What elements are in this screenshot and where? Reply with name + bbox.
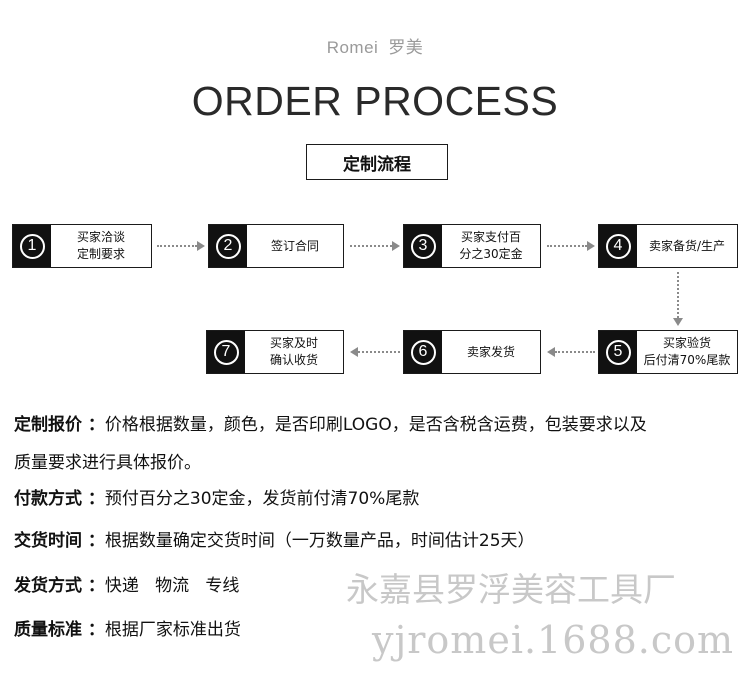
info-delivery-time: 交货时间 ：根据数量确定交货时间（一万数量产品，时间估计25天） [14, 526, 535, 551]
step-label: 买家支付百 分之30定金 [459, 230, 523, 261]
step-label: 卖家备货/生产 [648, 238, 726, 253]
dotted-arrow-icon [350, 241, 400, 251]
brand-latin: Romei [326, 38, 379, 57]
info-key: 付款方式 ： [14, 489, 105, 509]
info-key: 定制报价 ： [14, 415, 105, 435]
step-label: 买家验货 后付清70%尾款 [643, 336, 731, 367]
info-value: 根据厂家标准出货 [104, 620, 241, 640]
info-key: 交货时间 ： [14, 531, 105, 551]
info-value: 根据数量确定交货时间（一万数量产品，时间估计25天） [104, 531, 535, 551]
dotted-arrow-icon [547, 347, 595, 357]
step-6: 6 卖家发货 [403, 330, 541, 374]
info-key: 质量标准 ： [14, 620, 105, 640]
circled-number-icon: 4 [605, 233, 631, 259]
subtitle-text: 定制流程 [343, 154, 411, 175]
dotted-arrow-icon [157, 241, 205, 251]
step-5: 5 买家验货 后付清70%尾款 [598, 330, 738, 374]
circled-number-icon: 3 [410, 233, 436, 259]
step-label: 签订合同 [270, 238, 319, 253]
watermark-company: 永嘉县罗浮美容工具厂 [346, 570, 676, 609]
circled-number-icon: 6 [410, 339, 436, 365]
step-number-badge: 1 [13, 225, 51, 267]
info-key: 发货方式 ： [14, 576, 105, 596]
subtitle-box: 定制流程 [306, 144, 448, 180]
info-shipping: 发货方式 ：快递 物流 专线 [14, 571, 239, 596]
step-number-badge: 6 [404, 331, 442, 373]
brand-chinese: 罗美 [388, 38, 424, 57]
info-payment: 付款方式 ：预付百分之30定金，发货前付清70%尾款 [14, 484, 419, 509]
circled-number-icon: 7 [213, 339, 239, 365]
circled-number-icon: 1 [19, 233, 45, 259]
brand-header: Romei 罗美 [0, 33, 750, 58]
step-number-badge: 7 [207, 331, 245, 373]
info-value: 快递 物流 专线 [104, 576, 240, 596]
dotted-arrow-icon [547, 241, 595, 251]
dotted-arrow-icon [350, 347, 400, 357]
step-number-badge: 5 [599, 331, 637, 373]
step-number-badge: 4 [599, 225, 637, 267]
info-value: 预付百分之30定金，发货前付清70%尾款 [104, 489, 420, 509]
circled-number-icon: 2 [215, 233, 241, 259]
step-number-badge: 3 [404, 225, 442, 267]
step-7: 7 买家及时 确认收货 [206, 330, 344, 374]
step-label: 买家洽谈 定制要求 [76, 230, 125, 261]
info-pricing: 定制报价 ：价格根据数量，颜色，是否印刷LOGO，是否含税含运费，包装要求以及 [14, 410, 647, 435]
info-quality: 质量标准 ：根据厂家标准出货 [14, 615, 241, 640]
dotted-arrow-icon [673, 272, 683, 326]
step-label: 卖家发货 [466, 344, 515, 359]
step-3: 3 买家支付百 分之30定金 [403, 224, 541, 268]
step-2: 2 签订合同 [208, 224, 344, 268]
step-number-badge: 2 [209, 225, 247, 267]
info-value: 价格根据数量，颜色，是否印刷LOGO，是否含税含运费，包装要求以及 [104, 415, 647, 435]
info-pricing-cont: 质量要求进行具体报价。 [14, 448, 201, 473]
step-1: 1 买家洽谈 定制要求 [12, 224, 152, 268]
info-value: 质量要求进行具体报价。 [14, 453, 201, 473]
step-label: 买家及时 确认收货 [269, 336, 318, 367]
step-4: 4 卖家备货/生产 [598, 224, 738, 268]
page-title: ORDER PROCESS [191, 78, 559, 124]
watermark-url: yjromei.1688.com [372, 618, 735, 662]
circled-number-icon: 5 [605, 339, 631, 365]
